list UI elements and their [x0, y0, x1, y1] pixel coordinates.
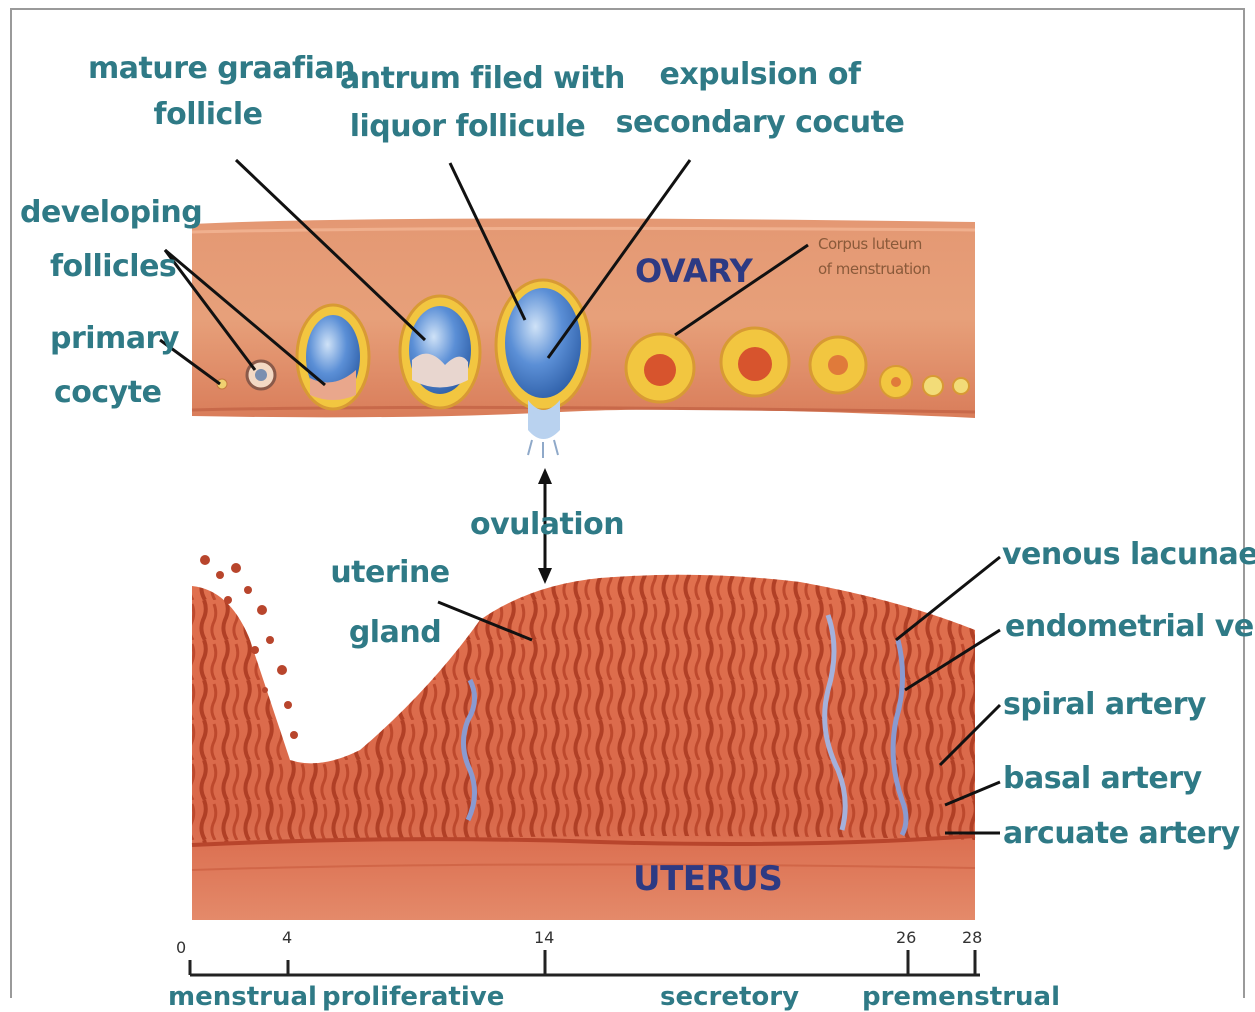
label-endometrial-vein: endometrial vein — [1005, 610, 1255, 644]
label-expulsion: expulsion of secondary cocute — [615, 58, 905, 140]
corpus-albicans-1 — [923, 376, 943, 396]
label-primary-oocyte: primary cocyte — [50, 322, 179, 410]
uterus-section — [192, 555, 975, 920]
day-14: 14 — [534, 928, 554, 947]
label-antrum: antrum filed with liquor follicule — [340, 62, 595, 144]
label-uterus: UTERUS — [633, 862, 782, 896]
label-ovulation: ovulation — [470, 508, 624, 542]
label-spiral-artery: spiral artery — [1003, 688, 1206, 722]
phase-menstrual: menstrual — [168, 982, 317, 1012]
phase-secretory: secretory — [660, 982, 799, 1012]
label-uterine-gland: uterine gland — [330, 556, 450, 650]
follicle-developing — [297, 305, 369, 409]
label-corpus-luteum: Corpus luteum of menstruation — [818, 236, 930, 278]
phase-premenstrual: premenstrual — [862, 982, 1060, 1012]
label-ovary: OVARY — [635, 254, 752, 288]
follicle-ovulating — [496, 280, 590, 458]
corpus-luteum-1 — [626, 334, 694, 402]
corpus-luteum-2 — [721, 328, 789, 396]
corpus-albicans-2 — [953, 378, 969, 394]
day-26: 26 — [896, 928, 916, 947]
day-0: 0 — [176, 938, 186, 957]
label-basal-artery: basal artery — [1003, 762, 1202, 796]
timeline-axis — [190, 950, 980, 975]
phase-proliferative: proliferative — [322, 982, 504, 1012]
corpus-luteum-3 — [810, 337, 866, 393]
label-venous-lacunae: venous lacunae — [1002, 538, 1255, 572]
corpus-luteum-4 — [880, 366, 912, 398]
label-arcuate-artery: arcuate artery — [1003, 817, 1240, 851]
follicle-mature — [400, 296, 480, 408]
day-28: 28 — [962, 928, 982, 947]
label-mature-graafian: mature graafian follicle — [88, 52, 328, 132]
day-4: 4 — [282, 928, 292, 947]
label-developing-follicles: developing follicles — [20, 196, 202, 284]
